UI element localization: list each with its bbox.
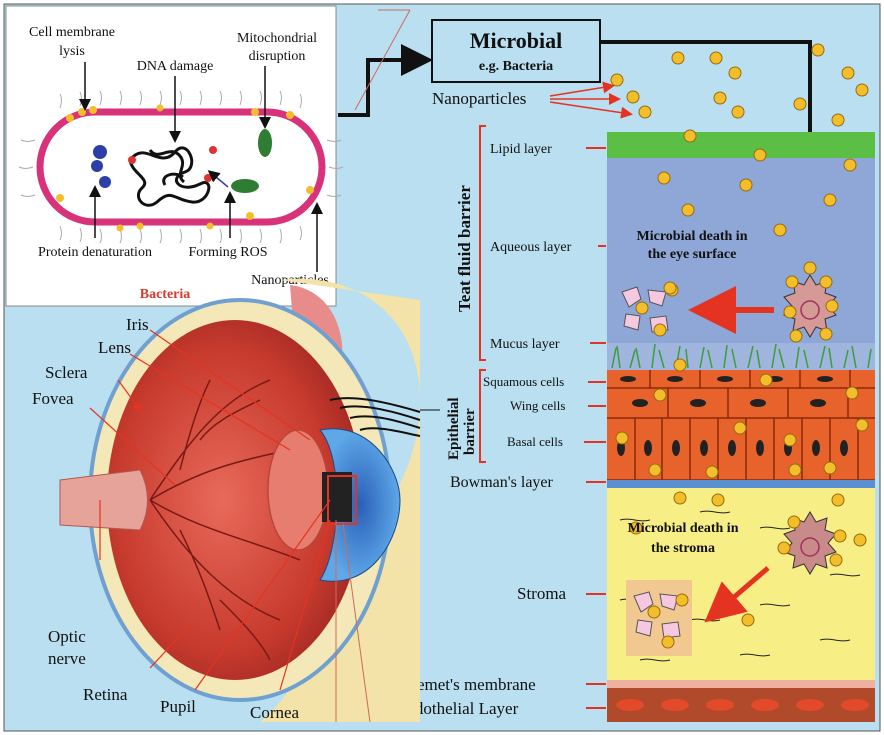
protein-blob	[99, 176, 111, 188]
mucus-layer-band	[607, 343, 875, 370]
lipid-layer-band	[607, 132, 875, 158]
label-bowman-layer: Bowman's layer	[450, 474, 554, 491]
label-epithelial-2: barrier	[462, 408, 478, 455]
microbial-title: Microbial	[470, 28, 562, 53]
label-wing-cells: Wing cells	[510, 398, 565, 413]
label-stroma: Stroma	[517, 584, 567, 603]
label-forming-ros: Forming ROS	[189, 245, 268, 260]
label-protein-denaturation: Protein denaturation	[38, 245, 152, 260]
lens	[268, 430, 328, 550]
label-optic-nerve-2: nerve	[48, 649, 86, 668]
label-cell-membrane-lysis-2: lysis	[59, 44, 85, 59]
label-dna-damage: DNA damage	[137, 59, 214, 74]
endothelial-band	[607, 688, 875, 722]
label-fovea: Fovea	[32, 389, 74, 408]
mitochondrion	[231, 179, 259, 193]
label-mucus-layer: Mucus layer	[490, 337, 560, 352]
label-lens: Lens	[98, 338, 131, 357]
death-stroma-line1: Microbial death in	[628, 521, 739, 536]
dna-break	[204, 174, 212, 182]
protein-blob	[93, 145, 107, 159]
label-optic-nerve-1: Optic	[48, 627, 86, 646]
label-mitochondrial-1: Mitochondrial	[237, 31, 317, 46]
protein-blob	[91, 160, 103, 172]
death-surface-line1: Microbial death in	[637, 229, 748, 244]
bacteria-panel: Cell membrane lysis DNA damage Mitochond…	[6, 6, 343, 306]
dna-break	[128, 156, 136, 164]
label-retina: Retina	[83, 685, 128, 704]
label-cornea: Cornea	[250, 703, 300, 722]
descemet-band	[607, 680, 875, 688]
label-basal-cells: Basal cells	[507, 434, 563, 449]
label-sclera: Sclera	[45, 363, 88, 382]
label-epithelial-1: Epithelial	[446, 397, 462, 460]
death-stroma-line2: the stroma	[651, 541, 715, 556]
optic-nerve	[60, 470, 148, 530]
label-iris: Iris	[126, 315, 149, 334]
mitochondrion	[258, 129, 272, 157]
label-bacteria-caption: Bacteria	[140, 287, 191, 302]
bowman-band	[607, 480, 875, 488]
label-tear-fluid-barrier: Teat fluid barrier	[455, 185, 474, 312]
label-lipid-layer: Lipid layer	[490, 142, 552, 157]
label-mitochondrial-2: disruption	[249, 49, 306, 64]
label-pupil: Pupil	[160, 697, 196, 716]
label-nanoparticles: Nanoparticles	[432, 89, 526, 108]
label-cell-membrane-lysis-1: Cell membrane	[29, 25, 115, 40]
microbial-box: Microbial e.g. Bacteria	[432, 20, 600, 82]
lysed-microbe-stroma-bg	[626, 580, 692, 656]
death-surface-line2: the eye surface	[648, 247, 737, 262]
microbial-subtitle: e.g. Bacteria	[479, 59, 553, 74]
label-aqueous-layer: Aqueous layer	[490, 240, 572, 255]
label-squamous-cells: Squamous cells	[483, 374, 564, 389]
dna-break	[209, 146, 217, 154]
pupil	[322, 472, 352, 522]
